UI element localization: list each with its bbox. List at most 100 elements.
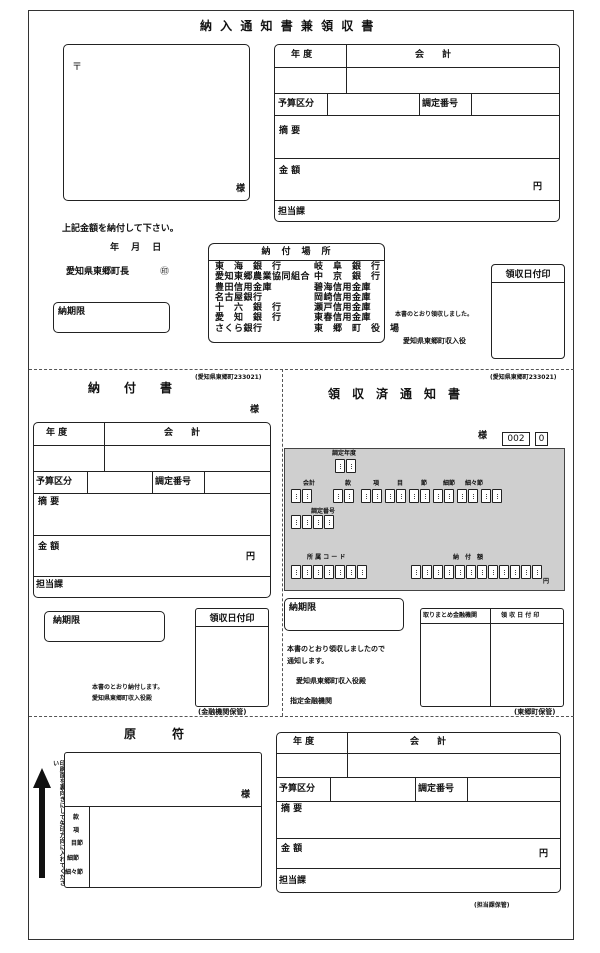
bank-stamp-box[interactable]: 取りまとめ金融機関 領 収 日 付 印	[420, 608, 564, 707]
bank-row: 東 海 銀 行岐 阜 銀 行	[213, 262, 402, 272]
receipt-stamp-label: 領収日付印	[492, 265, 564, 283]
receipt-stamp-box-2[interactable]: 領収日付印	[195, 608, 269, 707]
due-date-label: 納期限	[53, 616, 81, 626]
ocr-digit-cell[interactable]	[335, 459, 345, 473]
ocr-digit-cell[interactable]	[466, 565, 476, 579]
ocr-dept-code-label: 所 属 コ ー ド	[307, 554, 346, 561]
bank-row: さくら銀行東 郷 町 役 場	[213, 324, 402, 334]
keeper-dept-note: (担当課保管)	[474, 902, 510, 909]
notice-code: 002	[502, 432, 530, 446]
ocr-digit-cell[interactable]	[481, 489, 491, 503]
bank-name: 東春信用金庫	[314, 313, 372, 324]
perforation-top	[29, 369, 574, 370]
perforation-bottom	[29, 716, 574, 717]
ocr-digit-cell[interactable]	[324, 565, 334, 579]
ocr-digit-cell[interactable]	[361, 489, 371, 503]
stub-suffix: 様	[241, 790, 251, 800]
ocr-digit-cell[interactable]	[302, 565, 312, 579]
summary-label: 摘 要	[281, 804, 303, 814]
notice-code-digit: 0	[535, 432, 548, 446]
bank-name: 名古屋銀行	[215, 292, 263, 303]
ocr-digit-cell[interactable]	[420, 489, 430, 503]
ocr-digit-cell[interactable]	[344, 489, 354, 503]
stub-item-detail: 細節	[67, 855, 80, 862]
ocr-digit-cell[interactable]	[335, 565, 345, 579]
fiscal-year-label: 年 度	[46, 428, 68, 438]
ocr-digit-cell[interactable]	[477, 565, 487, 579]
ocr-digit-cell[interactable]	[532, 565, 542, 579]
receipt-note: 本書のとおり領収しました。	[395, 311, 474, 318]
ocr-digit-cell[interactable]	[521, 565, 531, 579]
ocr-digit-cell[interactable]	[313, 565, 323, 579]
notice-note-2: 通知します。	[287, 657, 329, 665]
due-date-box-2[interactable]: 納期限	[44, 611, 165, 642]
summary-label: 摘 要	[38, 497, 60, 507]
payer-suffix: 様	[250, 405, 260, 415]
ocr-digit-cell[interactable]	[302, 489, 312, 503]
postal-mark: 〒	[72, 62, 82, 73]
ocr-digit-cell[interactable]	[291, 565, 301, 579]
ocr-digit-cell[interactable]	[510, 565, 520, 579]
ocr-digit-cell[interactable]	[492, 489, 502, 503]
ocr-digit-cell[interactable]	[444, 565, 454, 579]
ocr-subitem-label: 目	[397, 480, 404, 487]
form-code-left: (愛知県東郷町233021)	[195, 374, 262, 381]
ocr-digit-cell[interactable]	[468, 489, 478, 503]
notice-treasurer: 愛知県東郷町収入役殿	[296, 677, 366, 685]
ocr-year-label: 調定年度	[332, 450, 357, 457]
ocr-digit-cell[interactable]	[346, 459, 356, 473]
ocr-digit-cell[interactable]	[302, 515, 312, 529]
ocr-digit-cell[interactable]	[291, 515, 301, 529]
ocr-section-label: 款	[345, 480, 352, 487]
ocr-digit-cell[interactable]	[372, 489, 382, 503]
department-label: 担当課	[36, 580, 64, 590]
department-label: 担当課	[278, 207, 306, 217]
ocr-digit-cell[interactable]	[396, 489, 406, 503]
ocr-digit-cell[interactable]	[433, 489, 443, 503]
assessment-number-label: 調定番号	[418, 784, 455, 794]
ocr-digit-cell[interactable]	[444, 489, 454, 503]
due-date-box[interactable]: 納期限	[53, 302, 170, 333]
bank-name: 愛 知 銀 行	[215, 313, 282, 324]
notice-suffix: 様	[478, 431, 488, 441]
receipt-stamp-box[interactable]: 領収日付印	[491, 264, 565, 359]
form-code-right: (愛知県東郷町233021)	[490, 374, 557, 381]
stub-form: 年 度 会 計 予算区分 調定番号 摘 要 金 額 円 担当課	[276, 732, 561, 893]
ocr-digit-cell[interactable]	[357, 565, 367, 579]
ocr-digit-cell[interactable]	[422, 565, 432, 579]
ocr-division-label: 節	[421, 480, 428, 487]
ocr-digit-cell[interactable]	[333, 489, 343, 503]
ocr-digit-cell[interactable]	[457, 489, 467, 503]
due-date-box-3[interactable]: 納期限	[284, 598, 404, 631]
ocr-digit-cell[interactable]	[324, 515, 334, 529]
ocr-digit-cell[interactable]	[499, 565, 509, 579]
payment-slip-sheet	[28, 10, 574, 940]
summary-label: 摘 要	[279, 126, 301, 136]
account-label: 会 計	[415, 50, 452, 60]
bank-name: 東 郷 町 役 場	[314, 323, 400, 334]
ocr-digit-cell[interactable]	[291, 489, 301, 503]
payment-slip-title: 納 付 書	[88, 381, 173, 395]
payment-places-box: 納 付 場 所 東 海 銀 行岐 阜 銀 行愛知東郷農業協同組合中 京 銀 行豊…	[208, 243, 399, 343]
ocr-digit-cell[interactable]	[385, 489, 395, 503]
ocr-digit-cell[interactable]	[411, 565, 421, 579]
paid-note: 本書のとおり納付します。	[92, 684, 164, 691]
receipt-stamp-label: 領収日付印	[196, 609, 268, 627]
ocr-digit-cell[interactable]	[488, 565, 498, 579]
arrow-up-icon	[33, 768, 51, 878]
bank-name: 十 六 銀 行	[215, 303, 282, 314]
due-date-label: 納期限	[58, 307, 86, 317]
bank-row: 愛知東郷農業協同組合中 京 銀 行	[213, 272, 402, 282]
ocr-digit-cell[interactable]	[313, 515, 323, 529]
addressee-box[interactable]: 〒 様	[63, 44, 250, 201]
ocr-account-label: 会計	[303, 480, 316, 487]
ocr-digit-cell[interactable]	[433, 565, 443, 579]
bank-row: 名古屋銀行岡崎信用金庫	[213, 293, 402, 303]
designated-bank: 指定金融機関	[290, 697, 332, 705]
ocr-digit-cell[interactable]	[346, 565, 356, 579]
bank-name: 碧海信用金庫	[314, 282, 372, 293]
ocr-digit-cell[interactable]	[409, 489, 419, 503]
ocr-digit-cell[interactable]	[455, 565, 465, 579]
bank-list: 東 海 銀 行岐 阜 銀 行愛知東郷農業協同組合中 京 銀 行豊田信用金庫碧海信…	[213, 262, 402, 334]
insert-direction-note: 印刷面を裏向きにして矢印方向に入れてください	[51, 760, 66, 886]
